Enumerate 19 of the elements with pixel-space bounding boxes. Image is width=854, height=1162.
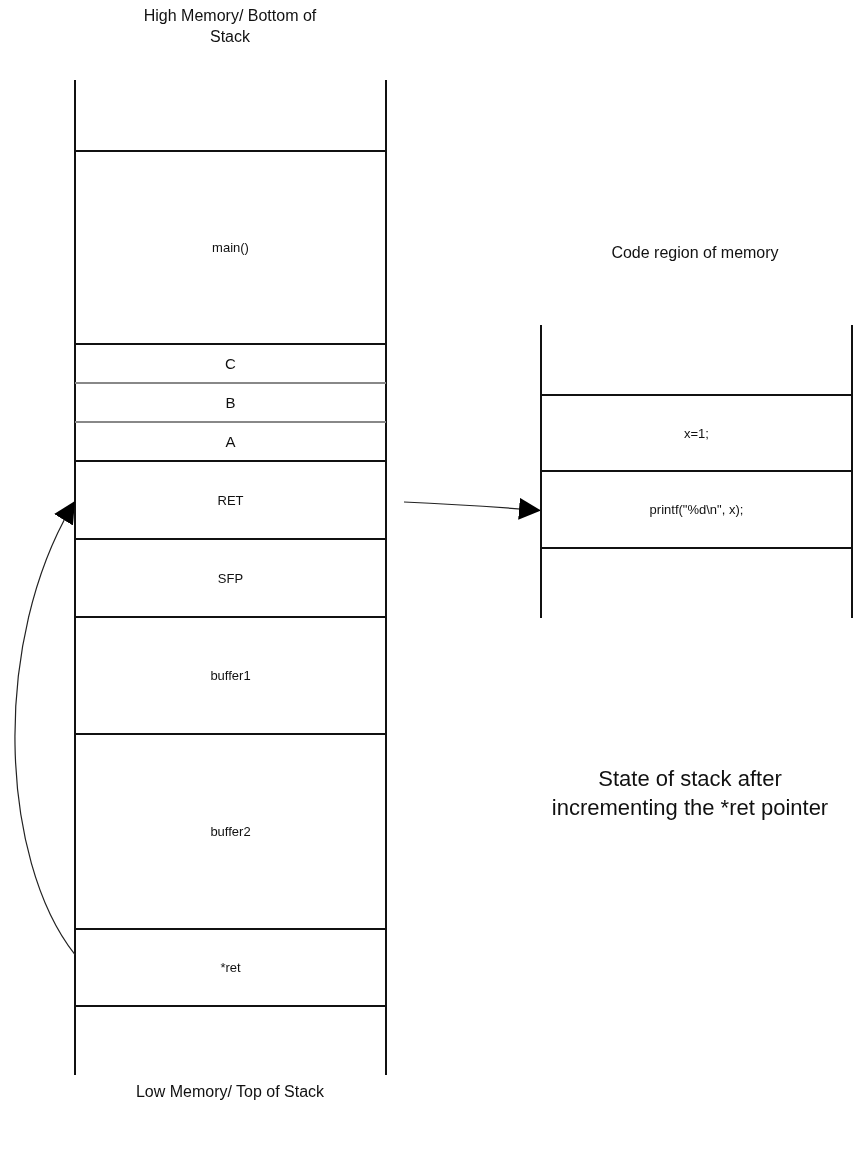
cell-label: RET	[217, 492, 244, 508]
heading-text: Low Memory/ Top of Stack	[134, 1082, 326, 1102]
stack-cell	[75, 150, 386, 345]
cell-label: printf("%d\n", x);	[649, 502, 744, 517]
cell-label: buffer2	[210, 824, 251, 839]
cell-label: SFP	[217, 570, 244, 586]
cell-label: buffer1	[210, 668, 251, 683]
curved-arrow	[14, 500, 76, 956]
cell-label: C	[225, 355, 236, 372]
stack-cell	[541, 394, 852, 472]
heading-text: State of stack after incrementing the *ret pointer	[550, 765, 830, 822]
heading-text: Code region of memory	[610, 243, 780, 263]
heading-text: High Memory/ Bottom of Stack	[142, 6, 318, 47]
cell-label: A	[225, 433, 236, 450]
cell-label: B	[225, 394, 236, 411]
cell-label: *ret	[220, 960, 241, 975]
cell-label: main()	[212, 240, 249, 255]
curved-arrow	[403, 497, 542, 520]
cell-label: x=1;	[684, 425, 709, 441]
